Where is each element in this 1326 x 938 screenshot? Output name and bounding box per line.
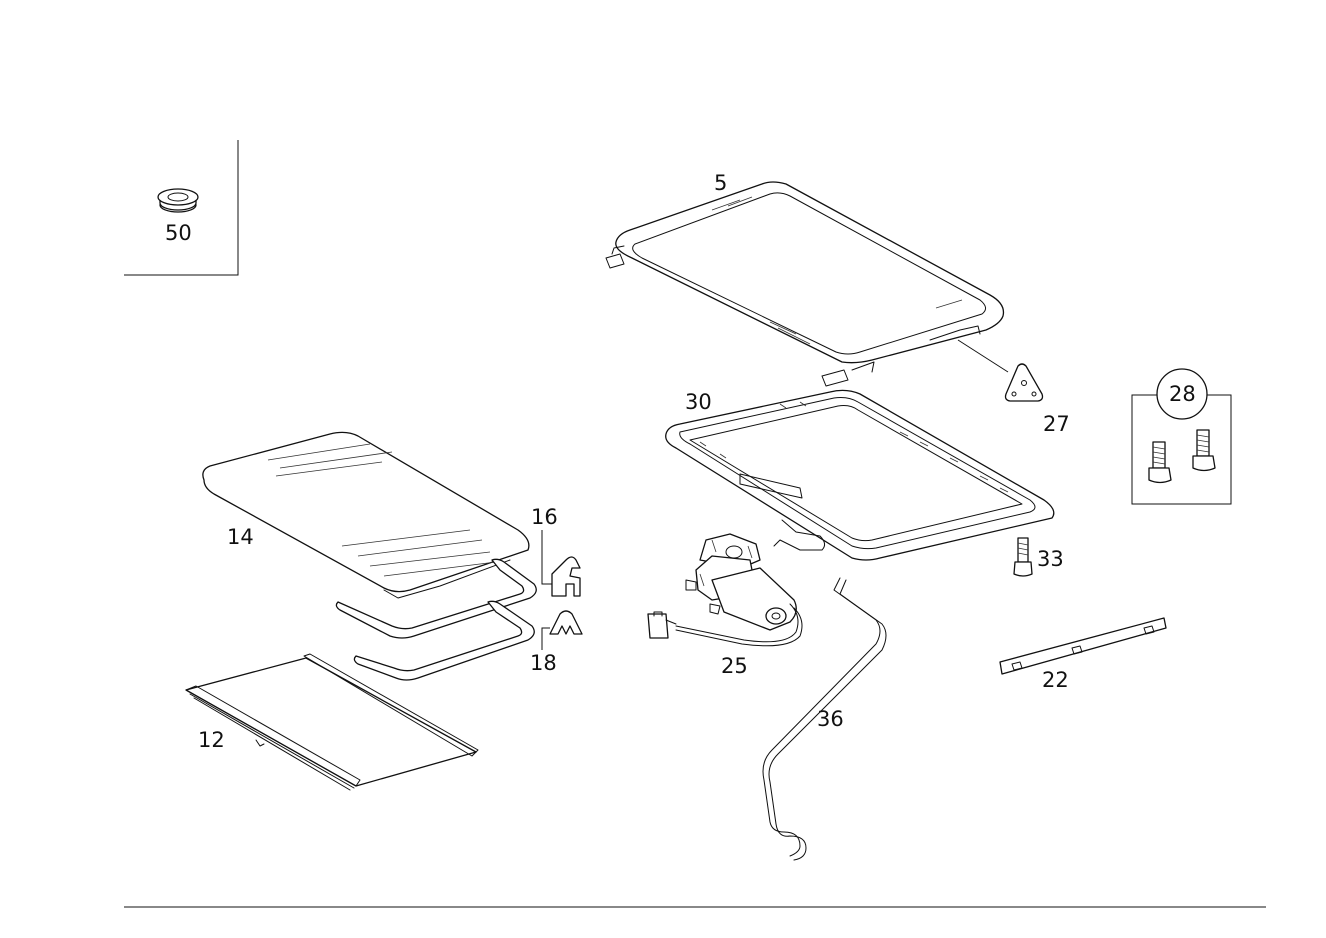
seal-profile-16[interactable] bbox=[541, 530, 581, 597]
callout-22: 22 bbox=[1042, 668, 1069, 692]
callout-circle-28 bbox=[1156, 368, 1208, 420]
callout-12: 12 bbox=[198, 728, 225, 752]
guide-rail-22[interactable] bbox=[999, 617, 1167, 675]
drive-motor-25[interactable] bbox=[647, 533, 803, 647]
drain-hose-36[interactable] bbox=[762, 577, 887, 861]
callout-30: 30 bbox=[685, 390, 712, 414]
leader-27 bbox=[957, 339, 1009, 373]
callout-28: 28 bbox=[1169, 382, 1196, 406]
sunroof-frame-30[interactable] bbox=[665, 389, 1055, 561]
inset-part-28: 28 bbox=[1131, 368, 1232, 505]
callout-18: 18 bbox=[530, 651, 557, 675]
spacer-plate-27[interactable] bbox=[1004, 363, 1044, 402]
grommet-50[interactable] bbox=[157, 188, 199, 213]
sliding-roof-panel-5[interactable] bbox=[605, 181, 1005, 387]
callout-27: 27 bbox=[1043, 412, 1070, 436]
inset-border bbox=[124, 140, 239, 276]
screw-33[interactable] bbox=[1013, 537, 1033, 577]
seal-frame-upper[interactable] bbox=[335, 558, 537, 639]
callout-16: 16 bbox=[531, 505, 558, 529]
seal-profile-18[interactable] bbox=[541, 610, 583, 650]
glass-panel-14[interactable] bbox=[202, 431, 530, 599]
callout-25: 25 bbox=[721, 654, 748, 678]
screw-28b[interactable] bbox=[1192, 429, 1216, 472]
callout-33: 33 bbox=[1037, 547, 1064, 571]
screw-28a[interactable] bbox=[1148, 441, 1172, 484]
callout-5: 5 bbox=[714, 171, 727, 195]
inset-part-50: 50 bbox=[124, 140, 239, 276]
callout-14: 14 bbox=[227, 525, 254, 549]
sunshade-roller-12[interactable] bbox=[185, 653, 479, 791]
callout-36: 36 bbox=[817, 707, 844, 731]
callout-50: 50 bbox=[165, 221, 192, 245]
seal-frame-lower[interactable] bbox=[353, 600, 535, 681]
